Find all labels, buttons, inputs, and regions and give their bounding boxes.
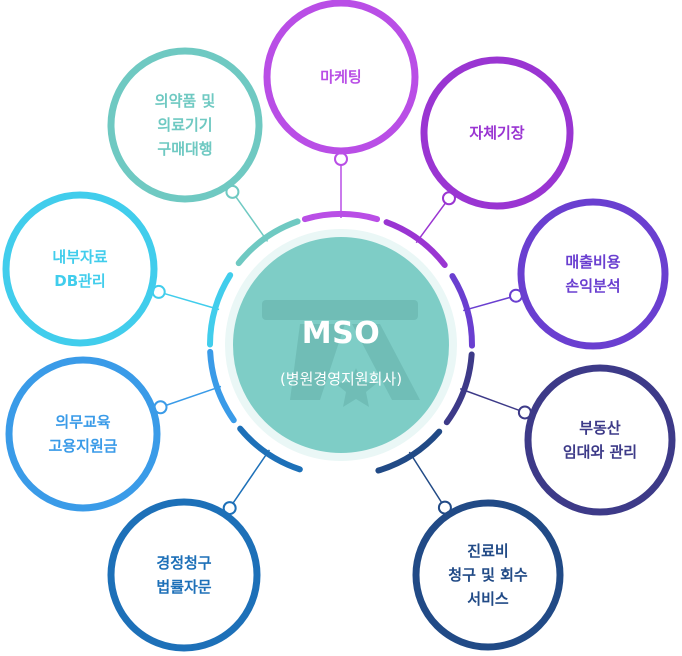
- node-label-cost-analysis: 매출비용: [565, 253, 620, 271]
- center-subtitle: (병원경영지원회사): [280, 370, 402, 388]
- node-circle-education: [5, 356, 161, 512]
- node-label-purchasing: 의료기기: [157, 116, 212, 134]
- ring-arc-education: [207, 348, 237, 424]
- node-label-self-branding: 자체기장: [469, 124, 524, 142]
- connector-line-cost-analysis: [463, 294, 517, 312]
- node-self-branding: 자체기장: [420, 56, 574, 210]
- node-circle-purchasing: [107, 47, 263, 203]
- connector-line-legal: [229, 449, 271, 509]
- node-circle-marketing: [263, 0, 419, 155]
- node-label-billing: 진료비: [467, 542, 508, 560]
- ring-arc-cost-analysis: [449, 273, 475, 349]
- connector-line-real-estate: [459, 388, 526, 414]
- node-circle-real-estate: [524, 364, 676, 516]
- center-hub: MSO (병원경영지원회사): [225, 229, 457, 461]
- connector-line-purchasing: [231, 191, 269, 242]
- node-internal-db: 내부자료 DB관리: [2, 191, 158, 347]
- connector-line-education: [160, 385, 222, 408]
- node-label-education: 고용지원금: [48, 437, 117, 455]
- node-label-legal: 법률자문: [156, 578, 211, 596]
- node-circle-internal-db: [2, 191, 158, 347]
- node-label-purchasing: 구매대행: [157, 140, 212, 158]
- ring-arc-purchasing: [235, 218, 301, 267]
- connector-dot-marketing: [334, 152, 348, 166]
- center-title: MSO: [302, 316, 380, 351]
- node-circle-billing: [412, 499, 564, 651]
- watermark-logo-icon: [262, 300, 420, 407]
- node-label-internal-db: DB관리: [54, 272, 106, 290]
- node-label-purchasing: 의약품 및: [155, 92, 216, 110]
- node-label-real-estate: 임대와 관리: [563, 443, 637, 461]
- ring-arc-billing: [375, 428, 443, 474]
- connector-line-billing: [408, 451, 446, 508]
- ring-arc-marketing: [301, 211, 381, 223]
- node-circle-cost-analysis: [517, 198, 669, 350]
- node-circle-self-branding: [420, 56, 574, 210]
- node-marketing: 마케팅: [263, 0, 419, 155]
- node-label-cost-analysis: 손익분석: [565, 277, 620, 295]
- center-ring-arcs: [207, 211, 475, 474]
- center-circle: [225, 229, 457, 461]
- node-label-marketing: 마케팅: [320, 68, 361, 86]
- connector-line-internal-db: [158, 291, 220, 311]
- node-label-internal-db: 내부자료: [52, 248, 107, 266]
- node-label-legal: 경정청구: [156, 554, 211, 572]
- ring-arc-internal-db: [207, 272, 234, 348]
- connector-line-self-branding: [415, 197, 450, 244]
- node-label-billing: 청구 및 회수: [448, 566, 528, 584]
- ring-arc-real-estate: [443, 351, 475, 426]
- node-label-real-estate: 부동산: [579, 419, 621, 437]
- node-label-education: 의무교육: [55, 413, 110, 431]
- ring-arc-self-branding: [383, 219, 448, 268]
- node-circle-legal: [107, 498, 261, 652]
- node-label-billing: 서비스: [467, 590, 509, 608]
- ring-arc-legal: [237, 425, 303, 473]
